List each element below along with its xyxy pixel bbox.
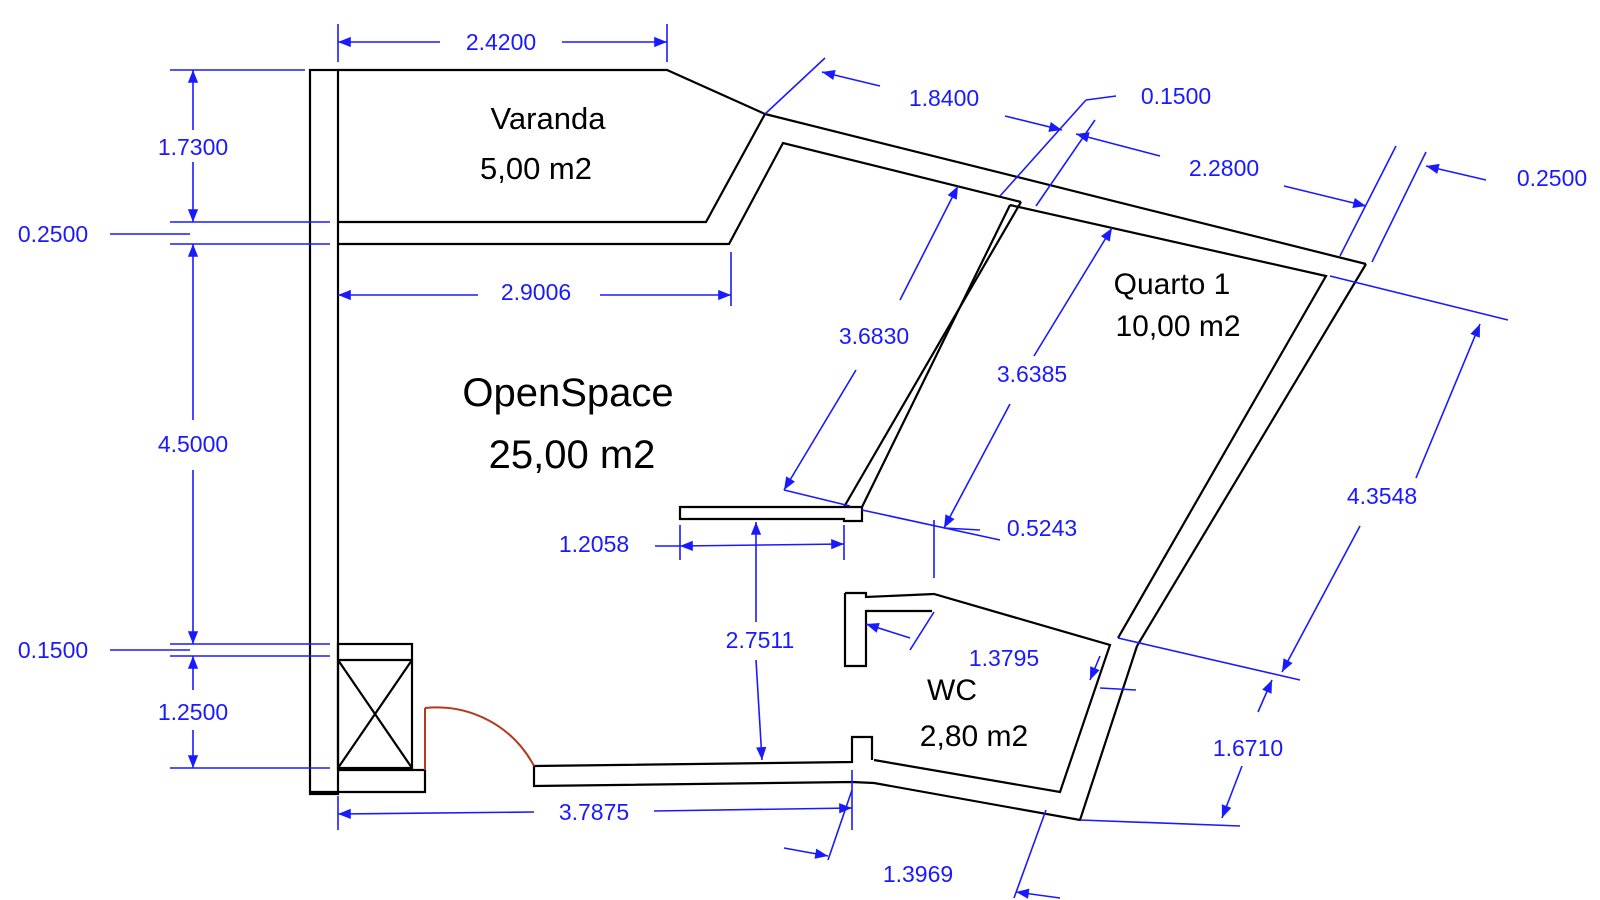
ext-line [827,789,853,861]
dim-line [1283,185,1367,208]
dim-line [1033,227,1113,357]
dim-varanda-width: 2.4200 [466,29,536,55]
dim-line [783,369,857,491]
dim-wc-bottom: 1.3969 [883,861,953,887]
ext-line [999,99,1087,197]
dim-line [1089,655,1101,681]
quarto-right-wall [1136,263,1367,647]
ext-line [861,509,1001,541]
dim-bottom-width: 3.7875 [559,799,629,825]
door-swing-arc [424,706,535,767]
dim-line [943,403,1011,529]
dim-line [653,803,853,814]
dim-line [755,659,767,761]
dim-line [1415,323,1481,479]
varanda-name: Varanda [491,101,607,136]
wc-left-stub [843,593,932,668]
openspace-area: 25,00 m2 [489,433,656,477]
dim-line [679,539,845,551]
wc-top-wall [845,591,1112,794]
quarto-outline [861,203,1328,639]
ext-line [1117,637,1301,681]
dim-line [1085,95,1117,101]
ext-line [1339,145,1397,257]
shaft-box [336,642,414,770]
dim-line [1221,765,1243,819]
ext-line [1329,275,1509,321]
dim-line [337,808,535,819]
left-exterior-wall [308,68,340,796]
dim-line [1075,132,1161,157]
openspace-top-wall [338,141,1022,246]
varanda-area: 5,00 m2 [480,151,592,186]
dim-openspace-height: 4.5000 [158,431,228,457]
dimension-lines [110,24,1509,899]
bottom-wall [532,735,875,788]
ext-line [783,489,851,507]
dim-wc-right: 1.6710 [1213,735,1283,761]
dim-line [899,185,959,301]
wc-area: 2,80 m2 [920,720,1028,753]
partition-stub [678,505,864,523]
walls [308,68,1367,822]
ext-line [909,611,935,651]
dim-entry-height: 1.2500 [158,699,228,725]
ext-line [1013,809,1047,899]
dim-wall-diag-1: 1.8400 [909,85,979,111]
dimension-labels: 2.4200 1.7300 0.2500 2.9006 4.5000 0.150… [18,29,1587,887]
dim-wall-left-2: 0.1500 [18,637,88,663]
dim-wall-diag-3: 0.2500 [1517,165,1587,191]
dim-line [1015,888,1061,899]
dim-wall-left-1: 0.2500 [18,221,88,247]
dim-wall-diag-2: 0.1500 [1141,83,1211,109]
varanda-outline [338,68,767,224]
dim-quarto-top: 2.2800 [1189,155,1259,181]
dim-line [1425,163,1487,181]
quarto-name: Quarto 1 [1114,268,1231,301]
dim-corridor-length: 3.6830 [839,323,909,349]
dim-wc-top: 1.3795 [969,645,1039,671]
dim-opening-small: 0.5243 [1007,515,1077,541]
ext-line [1371,151,1427,263]
entry-wall [310,768,427,794]
dim-line [821,70,881,87]
wc-name: WC [927,674,977,707]
dim-varanda-height: 1.7300 [158,134,228,160]
corridor-wall [843,201,1022,508]
quarto-area: 10,00 m2 [1115,310,1240,343]
shaft-cross [337,658,413,769]
dim-partition-width: 1.2058 [559,531,629,557]
openspace-name: OpenSpace [462,371,673,415]
dim-quarto-left: 3.6385 [997,361,1067,387]
dim-line [1281,525,1361,673]
dim-line [1257,679,1273,713]
room-labels: Varanda 5,00 m2 OpenSpace 25,00 m2 Quart… [462,101,1240,753]
ext-line [1079,819,1241,827]
dim-line [943,527,981,531]
dim-openspace-width-top: 2.9006 [501,279,571,305]
dim-line [1004,115,1063,132]
top-diagonal-wall [764,112,1367,266]
dim-line [1099,687,1137,691]
dim-line [865,623,911,639]
dim-line [783,847,829,859]
dim-quarto-right: 4.3548 [1347,483,1417,509]
dim-wc-height-left: 2.7511 [726,627,795,653]
ext-line [764,57,826,115]
